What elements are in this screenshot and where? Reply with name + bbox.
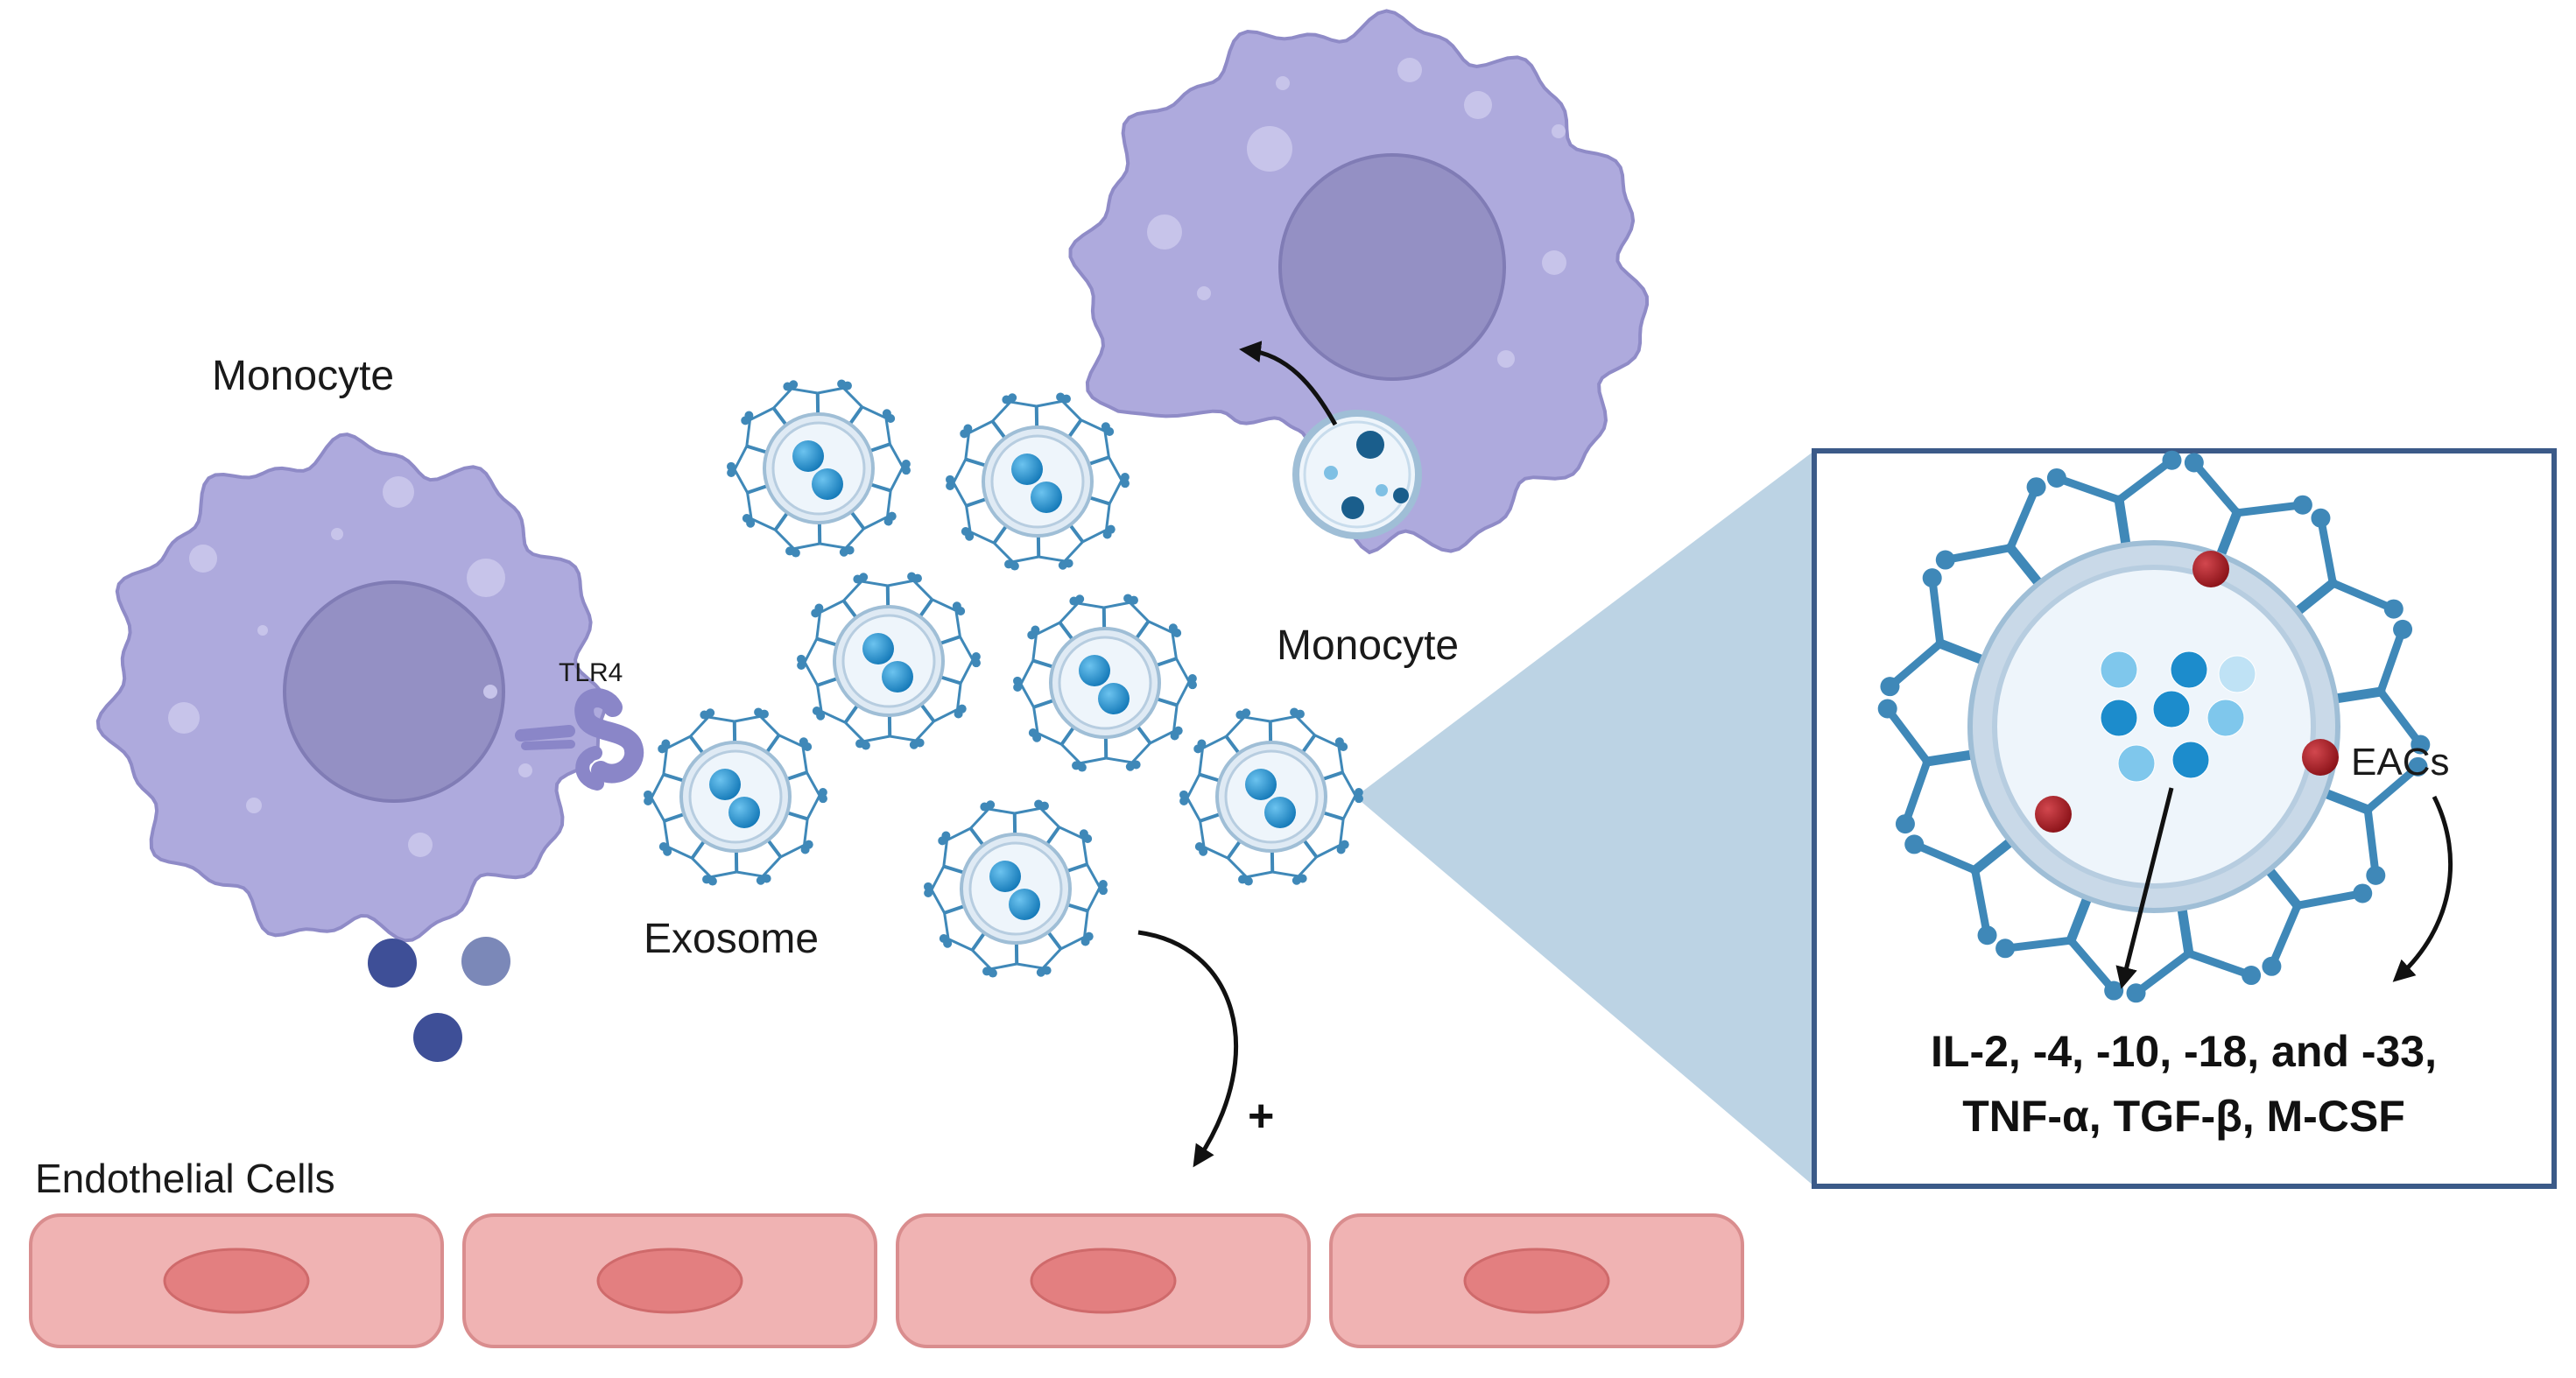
zoom-wedge [1355, 451, 1814, 1186]
cargo-particle [2100, 650, 2138, 689]
monocyte-cell-left [95, 432, 608, 943]
eacs-label: EACs [2351, 741, 2449, 784]
monocyte-left-label: Monocyte [212, 353, 394, 399]
endothelial-cell [1329, 1213, 1744, 1348]
inset-receptors [1877, 450, 2431, 1003]
cargo-particle [2170, 650, 2208, 689]
exosome [727, 379, 911, 558]
inset-cargo [2100, 650, 2256, 783]
secreted-particles [368, 937, 510, 1062]
endothelial-cells-label: Endothelial Cells [35, 1156, 335, 1201]
cytokine-arrow-right [2392, 795, 2453, 982]
exosome-cluster [644, 379, 1363, 978]
receptor [1935, 477, 2052, 599]
plus-sign: + [1248, 1091, 1274, 1142]
cargo-particle [2218, 655, 2256, 693]
endothelial-cell [29, 1213, 444, 1348]
endothelial-layer [29, 1213, 1744, 1348]
vacuoles-right [1147, 58, 1566, 368]
exosome [946, 392, 1130, 571]
cargo-particle [2117, 744, 2156, 783]
cytokine-arrow-left [2115, 787, 2174, 989]
monocyte-cell-right [1068, 9, 1650, 555]
exosome [924, 799, 1108, 978]
cargo-particle [2152, 690, 2191, 728]
cytokine-list-line1: IL-2, -4, -10, -18, and -33, [1931, 1027, 2437, 1076]
receptor [2046, 450, 2182, 563]
cytokine-list-line2: TNF-α, TGF-β, M-CSF [1962, 1092, 2405, 1141]
uptake-arrow [1239, 341, 1338, 426]
monocyte-right-label: Monocyte [1277, 622, 1459, 669]
phagosome [1292, 410, 1422, 539]
eac-dots [2035, 551, 2339, 833]
nucleus-right [1278, 153, 1506, 381]
endothelial-cell [462, 1213, 877, 1348]
exosome [797, 572, 981, 750]
tlr4-receptor [515, 688, 644, 791]
exosome [1179, 707, 1363, 886]
exosome [644, 707, 827, 886]
exosome-inset: EACs IL-2, -4, -10, -18, and -33, TNF-α,… [1812, 448, 2557, 1189]
endothelial-cell [896, 1213, 1311, 1348]
receptor [1880, 568, 2000, 697]
vacuoles-left [168, 476, 532, 857]
cargo-particle [2171, 741, 2210, 779]
endothelial-arrow [1137, 930, 1238, 1168]
exosome-label: Exosome [644, 916, 819, 962]
exosome [1013, 594, 1197, 772]
cargo-particle [2100, 699, 2138, 737]
cargo-particle [2206, 699, 2245, 737]
inset-exosome-inner [1992, 565, 2316, 889]
tlr4-label: TLR4 [559, 658, 623, 687]
nucleus-left [283, 580, 505, 803]
